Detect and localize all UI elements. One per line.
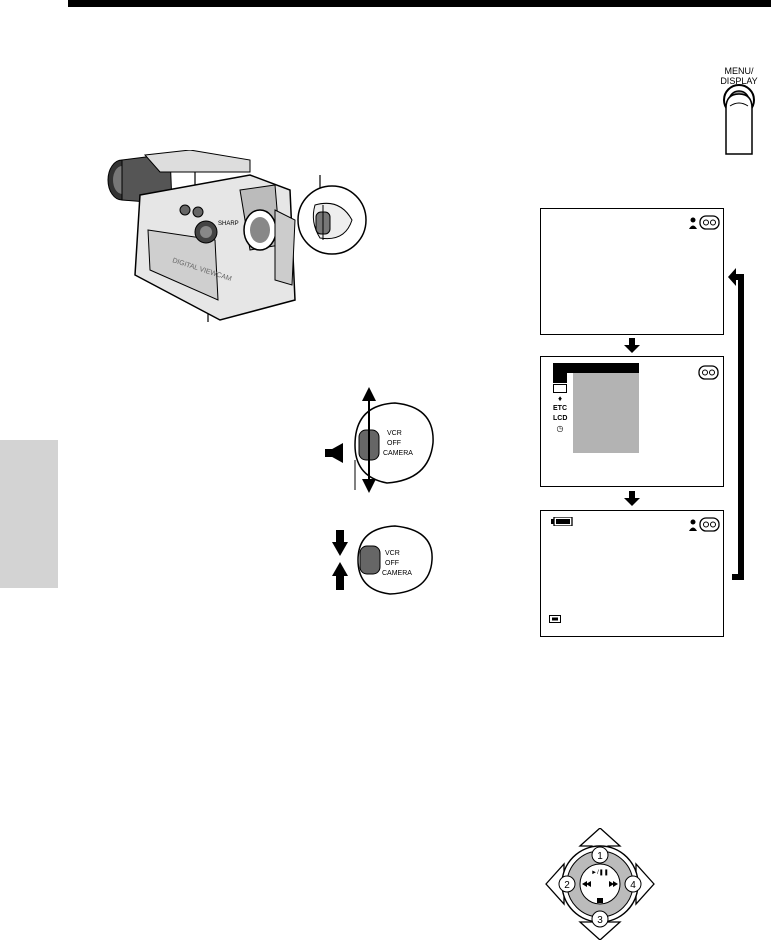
camera-icon <box>553 373 567 383</box>
camcorder-brand: SHARP <box>218 221 239 227</box>
tape-icon <box>553 384 567 393</box>
menu-display-button-illustration: MENU/ DISPLAY <box>704 58 770 156</box>
top-rule <box>68 0 771 7</box>
screen-display <box>540 510 724 637</box>
bell-icon: ♦ <box>557 394 563 403</box>
play-pause-label: ►/❚❚ <box>591 869 609 876</box>
mode-switch-icon-2: VCR OFF CAMERA <box>332 525 433 595</box>
etc-icon: ETC <box>553 405 567 412</box>
person-and-cassette-icon <box>689 215 720 230</box>
button-number-2: 2 <box>564 880 570 891</box>
camcorder-icon: DIGITAL VIEWCAM SHARP <box>107 150 367 322</box>
mode-indicator-icon <box>549 615 561 623</box>
battery-icon <box>551 517 573 526</box>
mode-vcr-label: VCR <box>387 430 402 437</box>
menu-display-label: MENU/ DISPLAY <box>720 66 758 86</box>
menu-panel <box>573 373 639 453</box>
mode-switch-up-down-illustration: VCR OFF CAMERA <box>330 520 440 600</box>
rewind-icon <box>582 881 587 887</box>
stop-icon <box>597 898 603 903</box>
fast-forward-icon <box>613 881 618 887</box>
clock-icon: ◷ <box>556 424 564 433</box>
mode-off-label: OFF <box>387 440 401 447</box>
finger-press-icon <box>723 84 755 155</box>
camcorder-illustration: DIGITAL VIEWCAM SHARP <box>100 150 375 325</box>
flow-arrow-down-2 <box>624 491 640 506</box>
mode-switch-icon: VCR OFF CAMERA <box>325 387 434 493</box>
section-side-tab <box>0 440 58 588</box>
screen-normal <box>540 208 724 335</box>
person-and-cassette-icon-2 <box>689 517 720 532</box>
button-number-4: 4 <box>630 880 636 891</box>
lcd-icon: LCD <box>553 415 568 422</box>
mode-camera-label: CAMERA <box>383 450 413 457</box>
menu-title-bar <box>553 363 639 373</box>
mode-off-label-2: OFF <box>385 560 399 567</box>
screen-menu: ♦ ETC LCD ◷ <box>540 356 724 487</box>
cassette-icon <box>698 365 719 380</box>
button-number-3: 3 <box>597 915 603 926</box>
mode-camera-label-2: CAMERA <box>382 570 412 577</box>
return-flow-bracket <box>728 268 744 580</box>
button-number-1: 1 <box>597 851 603 862</box>
flow-arrow-down-1 <box>624 338 640 353</box>
mode-vcr-label-2: VCR <box>385 550 400 557</box>
menu-icon-column: ♦ ETC LCD ◷ <box>553 373 567 435</box>
operation-button-icon: 1 2 3 4 ►/❚❚ <box>545 828 655 940</box>
mode-switch-slide-illustration: VCR OFF CAMERA <box>325 385 440 495</box>
operation-button-illustration: 1 2 3 4 ►/❚❚ <box>540 828 660 940</box>
